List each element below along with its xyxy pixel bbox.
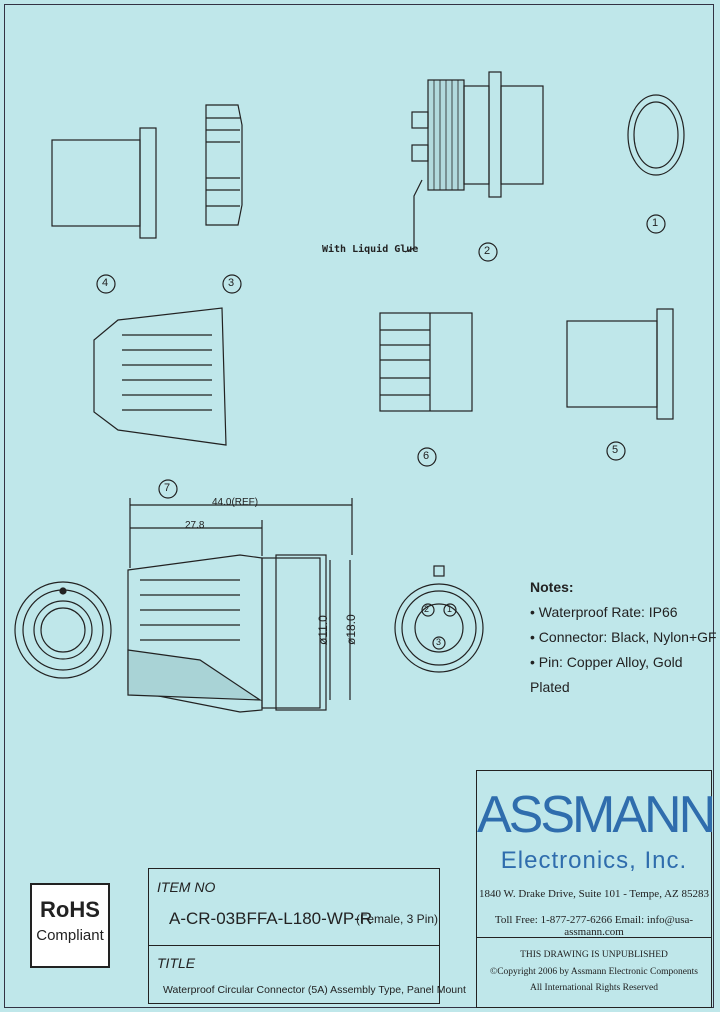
note-item: • Connector: Black, Nylon+GF — [530, 629, 717, 645]
notes-title: Notes: — [530, 579, 574, 595]
callout-4: 4 — [102, 277, 109, 289]
company-name: Electronics, Inc. — [500, 847, 688, 874]
company-logo: ASSMANN — [477, 786, 716, 844]
note-item: • Pin: Copper Alloy, Gold Plated — [530, 654, 683, 695]
legal-line-1: THIS DRAWING IS UNPUBLISHED — [520, 950, 668, 960]
pin-3-label: 3 — [436, 637, 442, 647]
item-number: A-CR-03BFFA-L180-WP-R — [169, 909, 373, 928]
notes-block: Notes: • Waterproof Rate: IP66 • Connect… — [530, 575, 720, 700]
part-7-housing — [93, 307, 227, 446]
company-block: ASSMANN Electronics, Inc. 1840 W. Drake … — [476, 770, 716, 1008]
item-description: (Female, 3 Pin) — [356, 912, 439, 926]
end-view-front — [394, 565, 484, 673]
callout-7: 7 — [164, 482, 171, 494]
callout-circles — [96, 214, 666, 499]
company-contact: Toll Free: 1-877-277-6266 Email: info@us… — [494, 914, 694, 938]
rohs-title: RoHS — [40, 897, 100, 922]
title-block: ITEM NO A-CR-03BFFA-L180-WP-R (Female, 3… — [148, 868, 466, 1004]
callout-1: 1 — [652, 217, 659, 229]
dim-dia-outer: ø18.0 — [344, 614, 358, 645]
glue-label: With Liquid Glue — [322, 244, 419, 255]
dim-overall: 44.0(REF) — [212, 497, 259, 508]
callout-5: 5 — [612, 444, 619, 456]
rohs-badge: RoHS Compliant — [30, 883, 110, 968]
title-caption: TITLE — [157, 955, 196, 971]
note-item: • Waterproof Rate: IP66 — [530, 604, 678, 620]
part-5-sleeve — [566, 308, 674, 420]
dim-dia-inner: ø11.0 — [316, 615, 330, 645]
drawing-title: Waterproof Circular Connector (5A) Assem… — [163, 984, 466, 996]
part-3-nut — [205, 104, 243, 226]
part-4-sleeve — [51, 127, 157, 239]
callout-6: 6 — [423, 450, 430, 462]
legal-line-3: All International Rights Reserved — [530, 983, 658, 993]
callout-2: 2 — [484, 245, 491, 257]
pin-2-label: 2 — [424, 604, 430, 614]
part-1-oring — [627, 94, 685, 176]
drawing-frame — [4, 4, 714, 1008]
legal-line-2: ©Copyright 2006 by Assmann Electronic Co… — [489, 967, 699, 977]
rohs-subtitle: Compliant — [36, 927, 104, 944]
end-view-rear — [14, 581, 112, 679]
callout-3: 3 — [228, 277, 235, 289]
part-6-insert — [379, 312, 473, 412]
pin-1-label: 1 — [447, 604, 453, 614]
dim-partial: 27.8 — [185, 520, 205, 531]
item-no-caption: ITEM NO — [157, 879, 216, 895]
company-address: 1840 W. Drake Drive, Suite 101 - Tempe, … — [479, 888, 709, 900]
assembly-side-view — [127, 498, 353, 713]
part-2-receptacle — [404, 71, 544, 253]
